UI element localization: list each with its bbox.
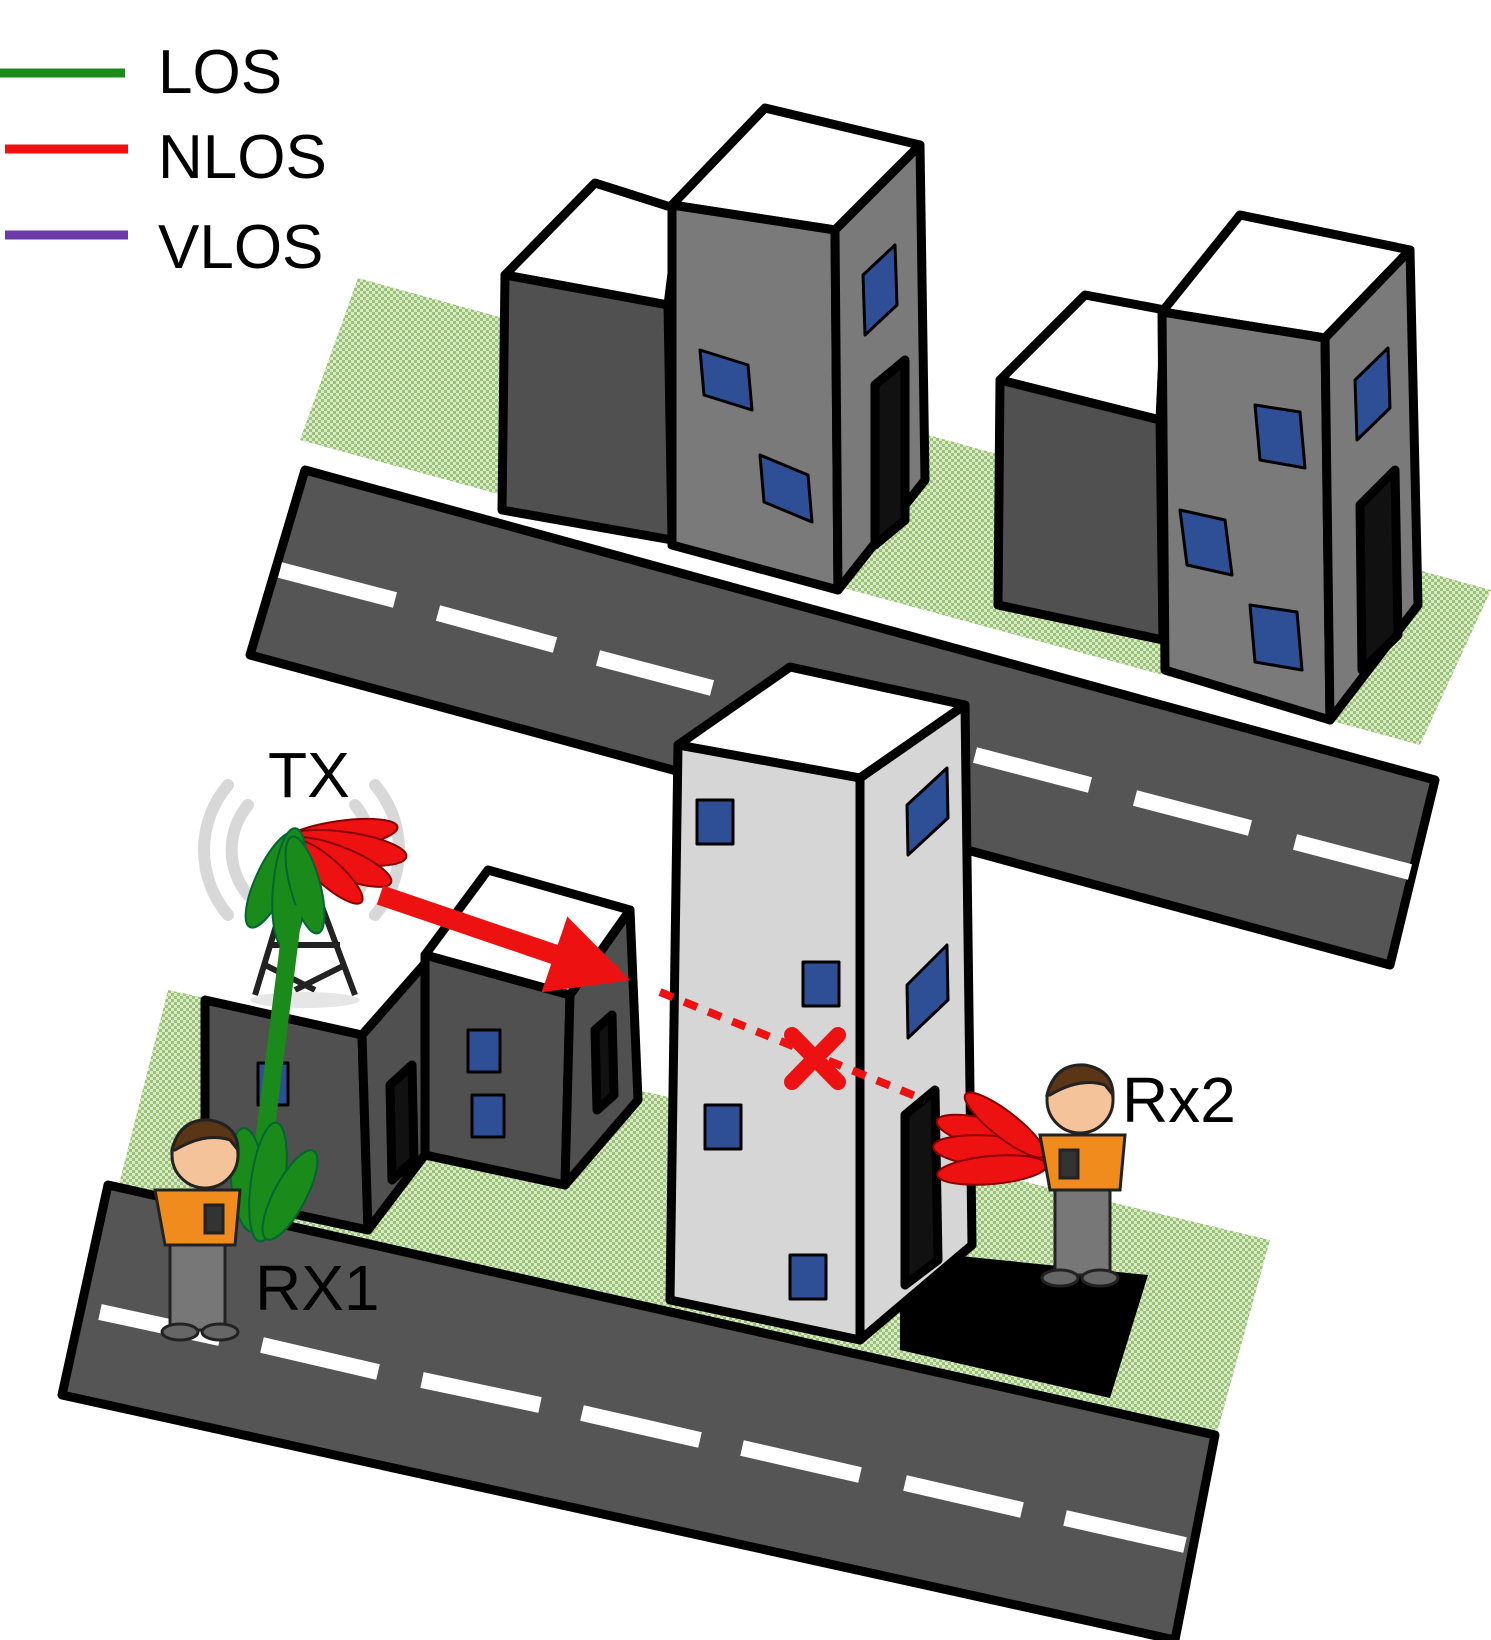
blocked-x-icon (784, 1027, 846, 1090)
road-front (57, 1180, 1220, 1640)
building-tall-center (665, 662, 977, 1345)
window (698, 348, 754, 412)
legend-label-nlos: NLOS (158, 123, 327, 192)
window (861, 243, 899, 337)
rx2-label: Rx2 (1122, 1064, 1236, 1136)
building-front-left (200, 865, 643, 1235)
tx-label: TX (268, 739, 350, 811)
window (758, 453, 814, 524)
rx1-label: RX1 (255, 1252, 380, 1324)
window (466, 1028, 502, 1074)
window (1248, 603, 1304, 672)
building-back-left (497, 103, 930, 595)
transmitter (198, 779, 408, 1008)
window (470, 1093, 506, 1139)
window (1253, 403, 1307, 470)
legend-label-los: LOS (158, 38, 282, 107)
window (1178, 508, 1234, 577)
nlos-arrow (376, 885, 631, 993)
window (1353, 346, 1392, 442)
legend-label-vlos: VLOS (158, 213, 323, 282)
building-shadow (900, 1250, 1148, 1398)
person-rx2-icon (1038, 1063, 1127, 1288)
los-path (254, 903, 303, 1152)
legend: LOS NLOS VLOS (0, 38, 327, 282)
window (695, 798, 735, 846)
window (905, 943, 950, 1040)
building-back-right (993, 210, 1423, 725)
window (801, 960, 841, 1008)
window (788, 1253, 828, 1301)
window (703, 1103, 743, 1151)
window (905, 766, 950, 857)
person-rx1-icon (153, 1118, 242, 1342)
nlos-beam-lobes-rx2 (932, 1091, 1058, 1186)
